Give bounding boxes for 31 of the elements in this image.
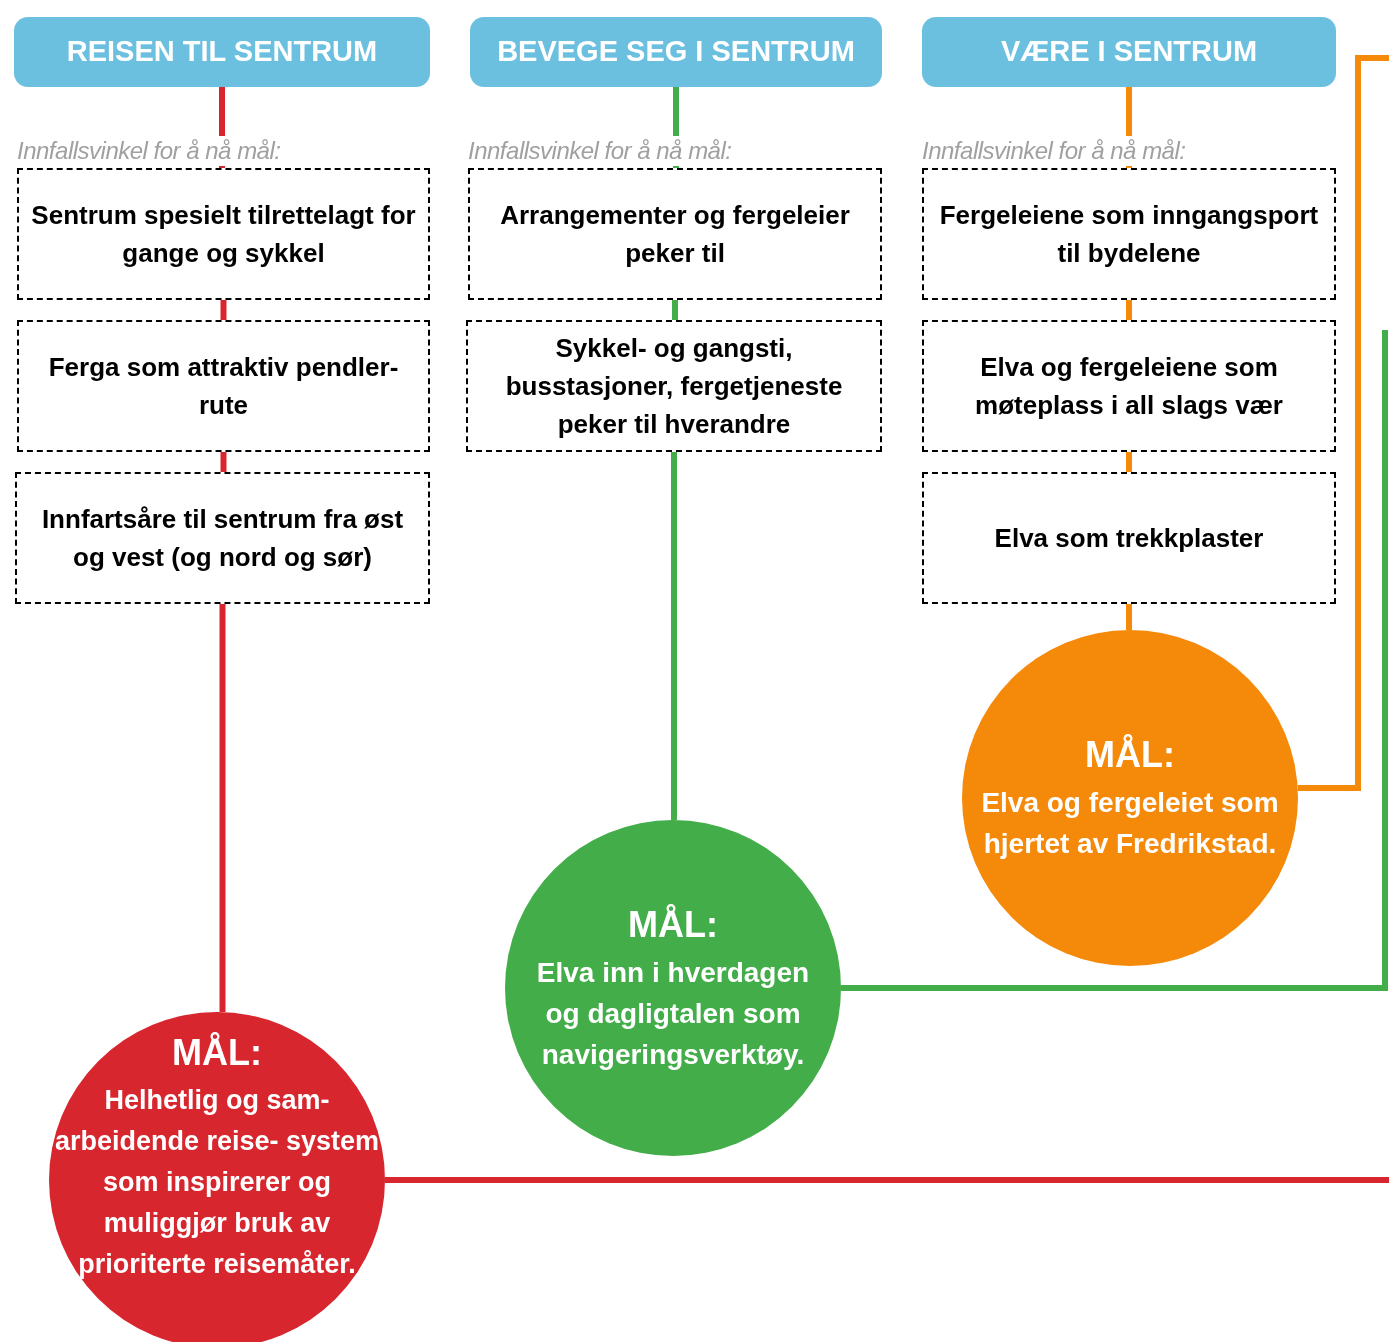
approach-box: Sykkel- og gangsti, busstasjoner, fergetjeneste peker til hverandre	[466, 320, 882, 452]
connector-line	[219, 604, 226, 1012]
goal-text: Elva og fergeleiet som hjertet av Fredrikstad.	[980, 786, 1280, 861]
approach-box: Innfartsåre til sentrum fra øst og vest (og nord og sør)	[15, 472, 430, 604]
note-text: Innfallsvinkel for å nå mål:	[468, 136, 732, 166]
connector-line	[385, 1177, 1389, 1183]
approach-box: Elva som trekkplaster	[922, 472, 1336, 604]
goal-heading: MÅL:	[1085, 733, 1175, 777]
approach-box: Fergeleiene som inngangsport til bydelene	[922, 168, 1336, 300]
goal-text: Elva inn i hverdagen og dagligtalen som navigeringsverktøy.	[535, 955, 811, 1072]
goal-heading: MÅL:	[172, 1031, 262, 1075]
connector-line	[1126, 300, 1132, 320]
connector-line	[220, 300, 227, 320]
connector-line	[841, 330, 1388, 991]
column-header: REISEN TIL SENTRUM	[14, 17, 430, 87]
column-header: VÆRE I SENTRUM	[922, 17, 1336, 87]
connector-line	[1126, 604, 1132, 630]
connector-line	[1126, 452, 1132, 472]
connector-line	[671, 452, 677, 820]
connector-line	[220, 452, 227, 472]
connector-line	[672, 300, 678, 320]
goal-heading: MÅL:	[628, 902, 718, 947]
goal-text: Helhetlig og sam- arbeidende reise- system som inspirerer og muliggjør bruk av prioriterte reisemåter.	[53, 1084, 381, 1281]
column-header: BEVEGE SEG I SENTRUM	[470, 17, 882, 87]
approach-box: Sentrum spesielt tilrettelagt for gange og sykkel	[17, 168, 430, 300]
note-text: Innfallsvinkel for å nå mål:	[17, 136, 281, 166]
connector-line	[1297, 55, 1389, 791]
approach-box: Elva og fergeleiene som møteplass i all slags vær	[922, 320, 1336, 452]
approach-box: Ferga som attraktiv pendler-rute	[17, 320, 430, 452]
approach-box: Arrangementer og fergeleier peker til	[468, 168, 882, 300]
note-text: Innfallsvinkel for å nå mål:	[922, 136, 1186, 166]
